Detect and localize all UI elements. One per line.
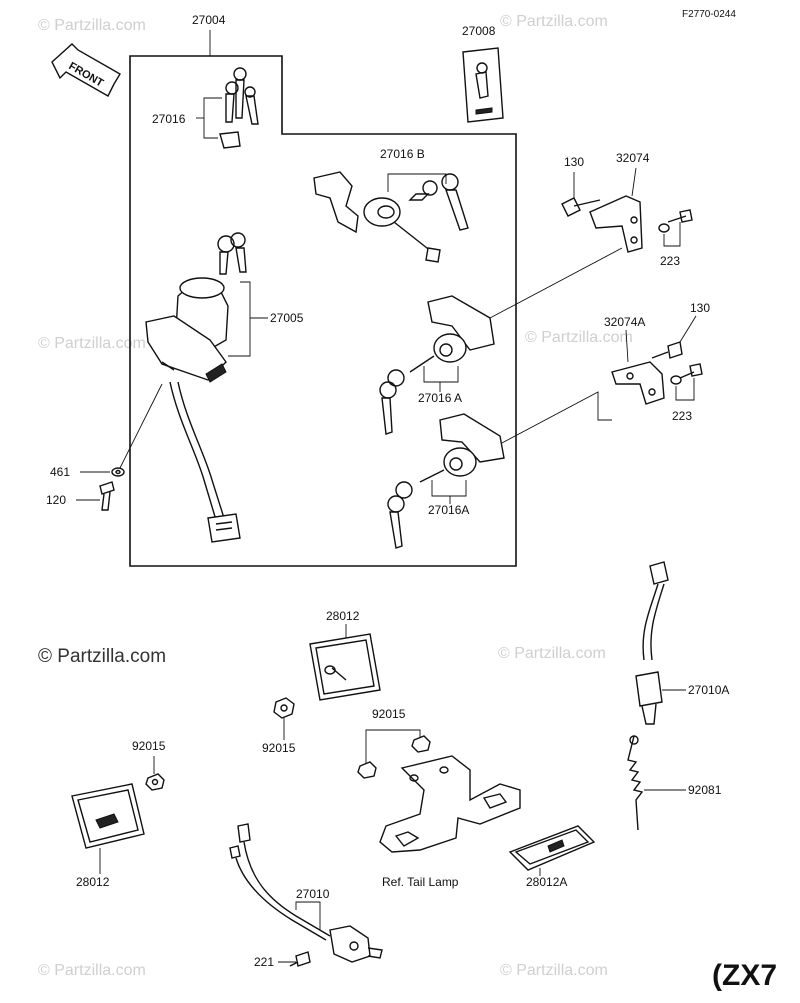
label-92081: 92081 <box>688 783 722 797</box>
nut-92015-c <box>357 735 431 779</box>
screw-223-b <box>670 363 703 385</box>
lock-cable-27016b <box>313 171 469 263</box>
watermarks: © Partzilla.com © Partzilla.com © Partzi… <box>38 13 633 979</box>
bracket-32074a <box>611 361 665 405</box>
model-tag: (ZX7 <box>712 959 777 992</box>
spring-92081 <box>627 735 644 831</box>
key-tag-27008 <box>462 47 504 123</box>
key-set-27016 <box>219 67 259 149</box>
screw-221 <box>289 951 311 967</box>
label-32074a: 32074A <box>604 315 645 329</box>
label-461: 461 <box>50 465 70 479</box>
label-130-a: 130 <box>564 155 584 169</box>
label-32074: 32074 <box>616 151 650 165</box>
watermark: © Partzilla.com <box>498 645 606 662</box>
figure-code: F2770-0244 <box>682 9 736 20</box>
label-92015-a: 92015 <box>132 739 166 753</box>
switch-27010a <box>635 561 669 725</box>
label-130-b: 130 <box>690 301 710 315</box>
bolt-130-b <box>651 341 683 359</box>
switch-27010 <box>229 823 383 963</box>
nut-92015-b <box>273 697 295 719</box>
bolt-130-a <box>561 197 601 217</box>
label-223-a: 223 <box>660 254 680 268</box>
watermark: © Partzilla.com <box>500 962 608 979</box>
label-92015-b: 92015 <box>262 741 296 755</box>
label-28012a: 28012A <box>526 875 567 889</box>
bolt-120 <box>99 481 115 511</box>
watermark: © Partzilla.com <box>500 13 608 30</box>
label-92015-c: 92015 <box>372 707 406 721</box>
lock-27016a-2 <box>387 413 505 549</box>
reflector-28012a <box>508 825 596 871</box>
label-28012-top: 28012 <box>326 609 360 623</box>
label-27016a-1: 27016 A <box>418 391 462 405</box>
screw-223-a <box>658 209 693 233</box>
label-ref-tail-lamp: Ref. Tail Lamp <box>382 875 459 889</box>
nut-92015-a <box>145 773 165 791</box>
watermark: © Partzilla.com <box>525 329 633 346</box>
label-27010a: 27010A <box>688 683 729 697</box>
label-27005: 27005 <box>270 311 304 325</box>
label-223-b: 223 <box>672 409 692 423</box>
watermark: © Partzilla.com <box>38 962 146 979</box>
bracket-32074 <box>589 195 643 253</box>
label-28012-left: 28012 <box>76 875 110 889</box>
label-27016b: 27016 B <box>380 147 425 161</box>
reflector-28012-left <box>71 783 145 849</box>
watermark: © Partzilla.com <box>38 17 146 34</box>
lock-27016a-1 <box>379 295 495 435</box>
watermark-dark: © Partzilla.com <box>38 646 166 667</box>
label-221: 221 <box>254 955 274 969</box>
label-27004: 27004 <box>192 13 226 27</box>
label-27010: 27010 <box>296 887 330 901</box>
watermark: © Partzilla.com <box>38 335 146 352</box>
washer-461 <box>111 467 125 477</box>
assembly-27004-frame <box>129 55 517 567</box>
label-27016: 27016 <box>152 112 186 126</box>
label-27016a-2: 27016A <box>428 503 469 517</box>
ignition-switch-27005 <box>145 232 247 383</box>
label-27008: 27008 <box>462 24 496 38</box>
front-arrow-icon: FRONT <box>51 43 121 97</box>
wire-harness <box>119 381 241 543</box>
tail-lamp-bracket <box>379 755 521 853</box>
reflector-28012-top <box>309 633 381 701</box>
label-120: 120 <box>46 493 66 507</box>
